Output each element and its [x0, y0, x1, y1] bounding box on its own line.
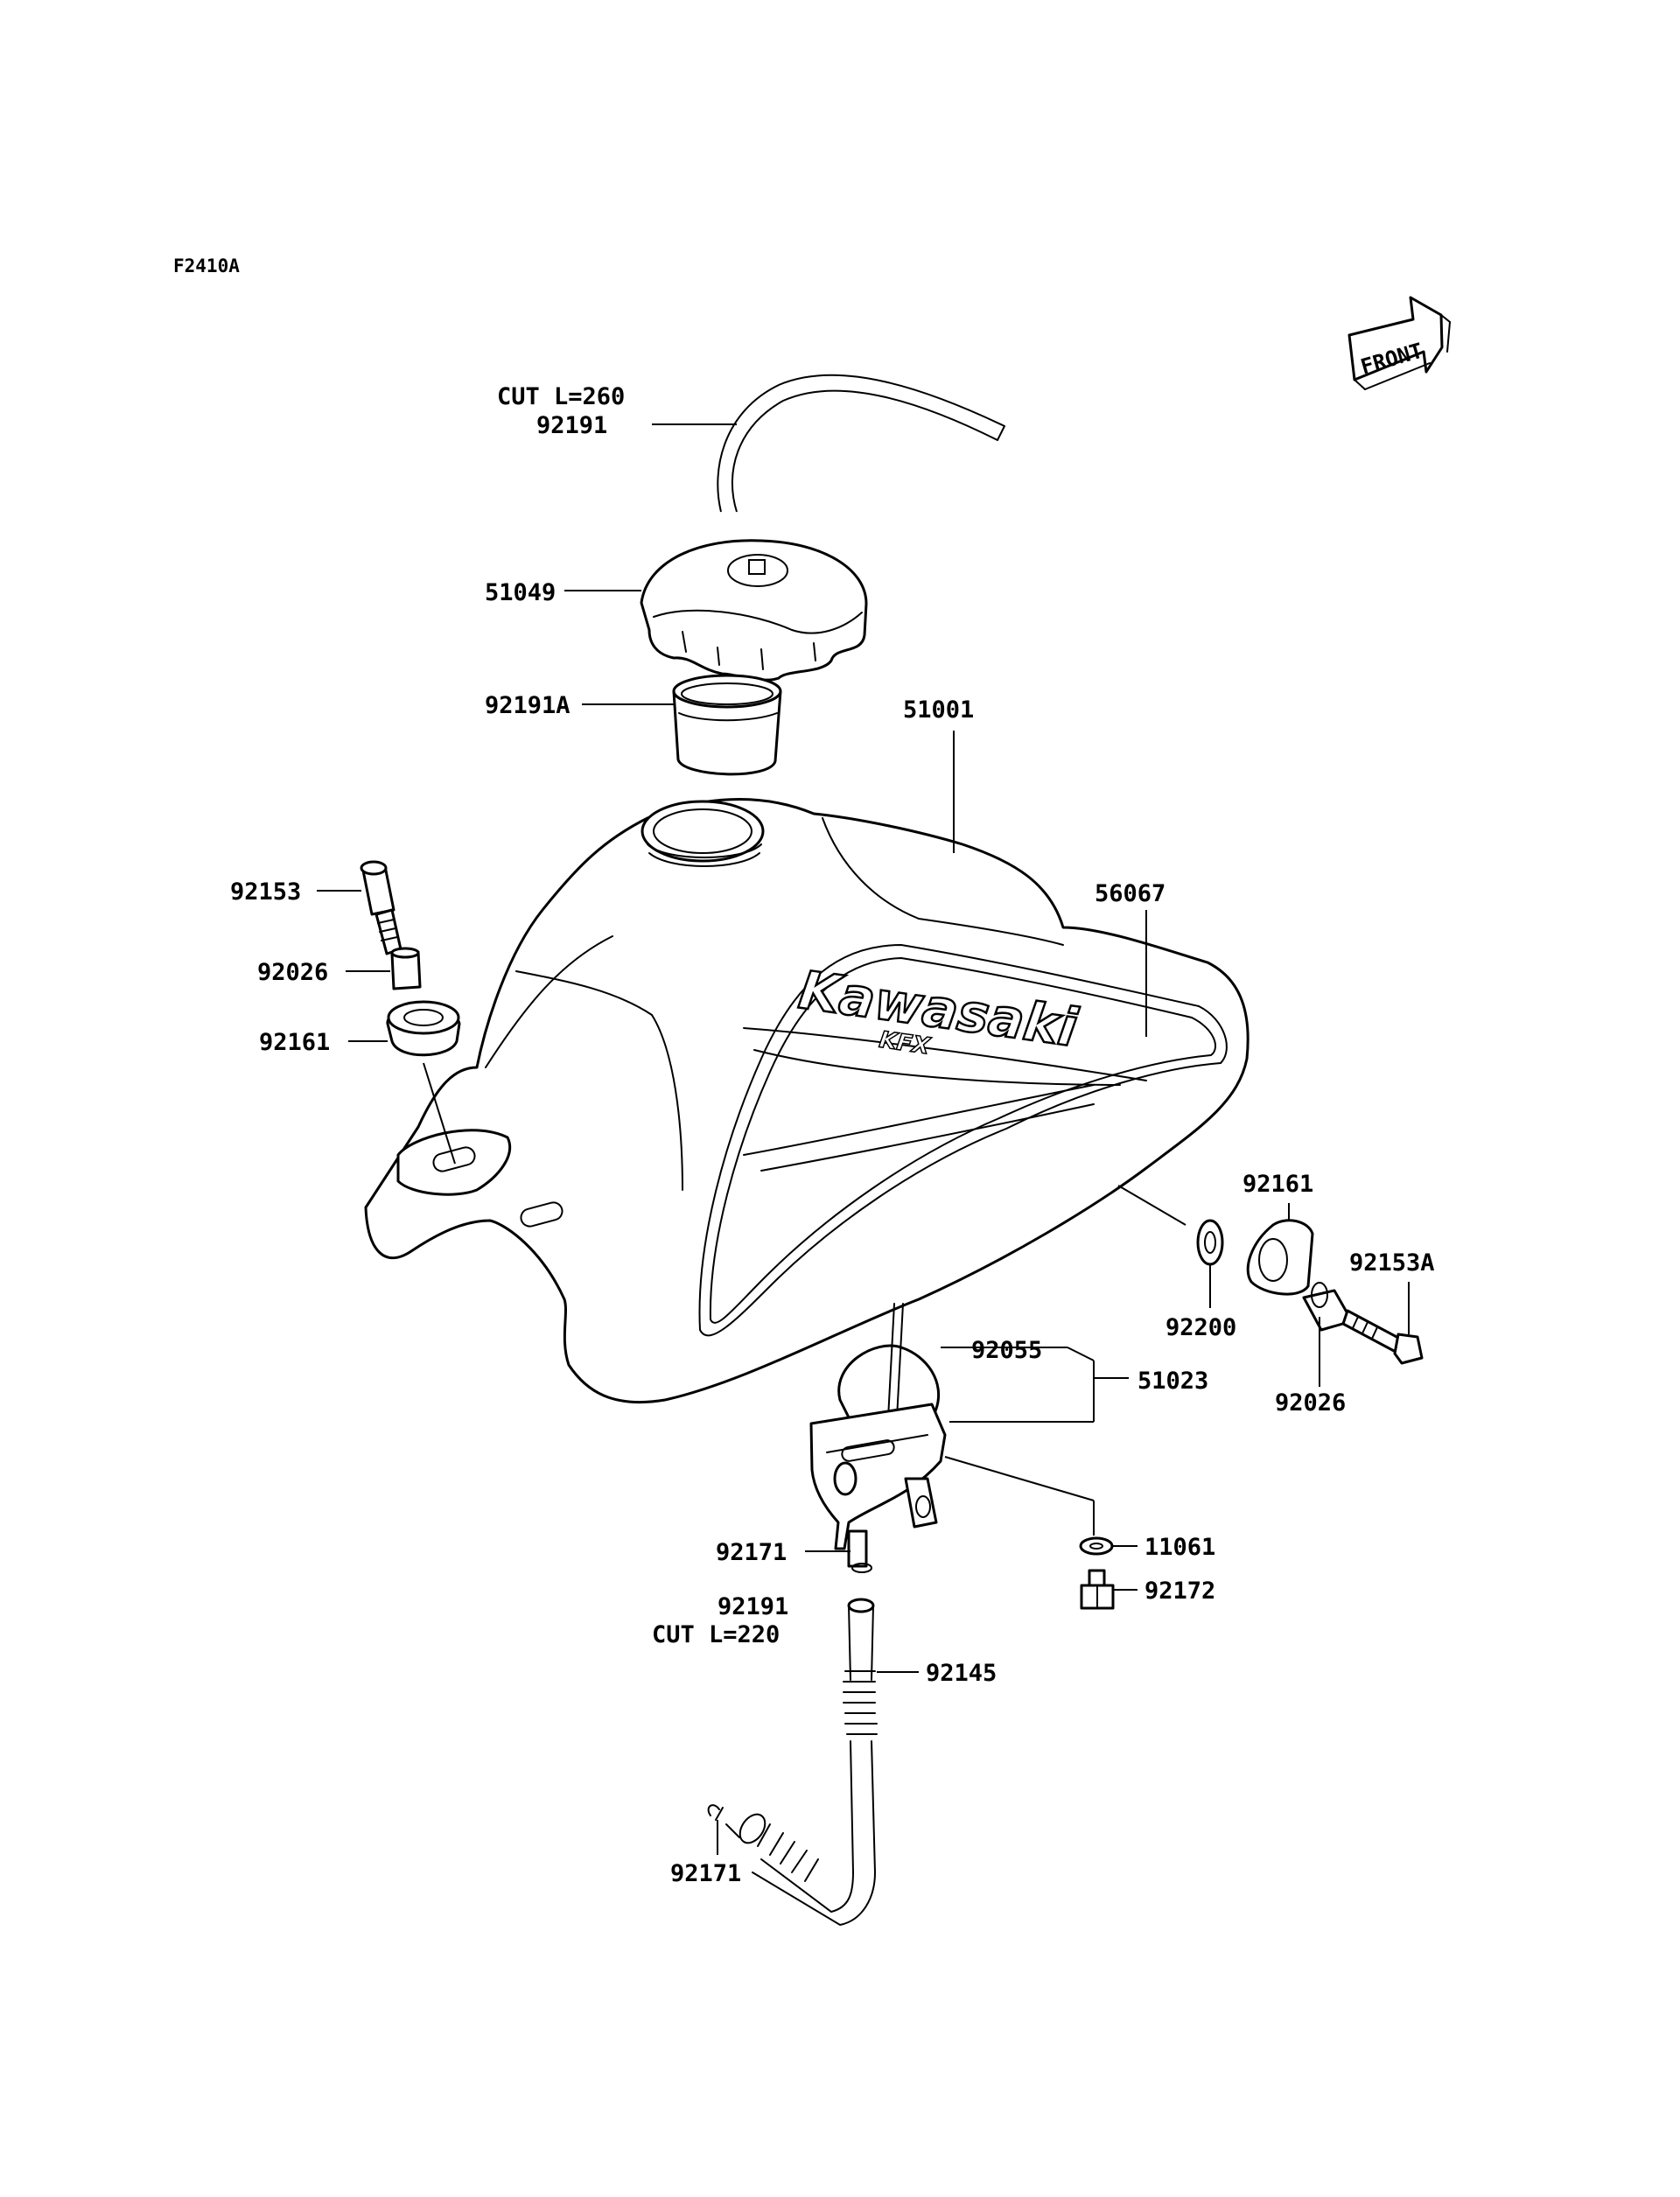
callout-11061: 11061 [1144, 1534, 1215, 1561]
washer-right [1196, 1219, 1224, 1266]
leader-lines [317, 423, 1410, 1855]
fuel-tank: Kawasaki KFX [364, 798, 1250, 1404]
callout-92145: 92145 [926, 1660, 997, 1687]
grommet-right [1246, 1219, 1314, 1296]
bolt-left [360, 860, 402, 955]
washer-11061 [1079, 1536, 1114, 1556]
callout-92191-bottom: 92191 [718, 1593, 788, 1620]
callout-51001: 51001 [903, 696, 974, 724]
oring-top [851, 1563, 872, 1573]
collar-left [390, 947, 422, 990]
oring-bottom [707, 1804, 724, 1821]
callout-92153A: 92153A [1349, 1249, 1435, 1277]
fuel-cock [809, 1303, 947, 1568]
callout-92055: 92055 [971, 1337, 1042, 1364]
filler-collar [672, 674, 782, 776]
callout-51023: 51023 [1138, 1368, 1208, 1395]
bolt-right [1341, 1309, 1424, 1365]
callout-92171-top: 92171 [716, 1539, 787, 1566]
callout-92161-left: 92161 [259, 1029, 330, 1056]
callout-56067: 56067 [1095, 880, 1166, 907]
callout-92191A: 92191A [485, 692, 570, 719]
front-arrow-icon: FRONT [1348, 296, 1451, 390]
callout-92191-top: 92191 [536, 412, 607, 439]
diagram-code: F2410A [173, 255, 240, 276]
breather-hose-top [717, 374, 1005, 513]
callout-92200: 92200 [1166, 1314, 1236, 1341]
callout-92172: 92172 [1144, 1578, 1215, 1605]
callout-cut-220: CUT L=220 [652, 1621, 780, 1648]
callout-92153: 92153 [230, 878, 301, 906]
callout-92026-right: 92026 [1275, 1389, 1346, 1417]
callout-51049: 51049 [485, 579, 556, 606]
callout-cut-260: CUT L=260 [497, 383, 625, 410]
grommet-left [386, 1000, 461, 1057]
callout-92161-right: 92161 [1242, 1171, 1313, 1198]
drain-bolt [1080, 1569, 1115, 1610]
fuel-hose-bottom [725, 1598, 878, 1927]
callout-92026-left: 92026 [257, 959, 328, 986]
fuel-cap [640, 539, 868, 682]
callout-92171-bottom: 92171 [670, 1860, 741, 1887]
